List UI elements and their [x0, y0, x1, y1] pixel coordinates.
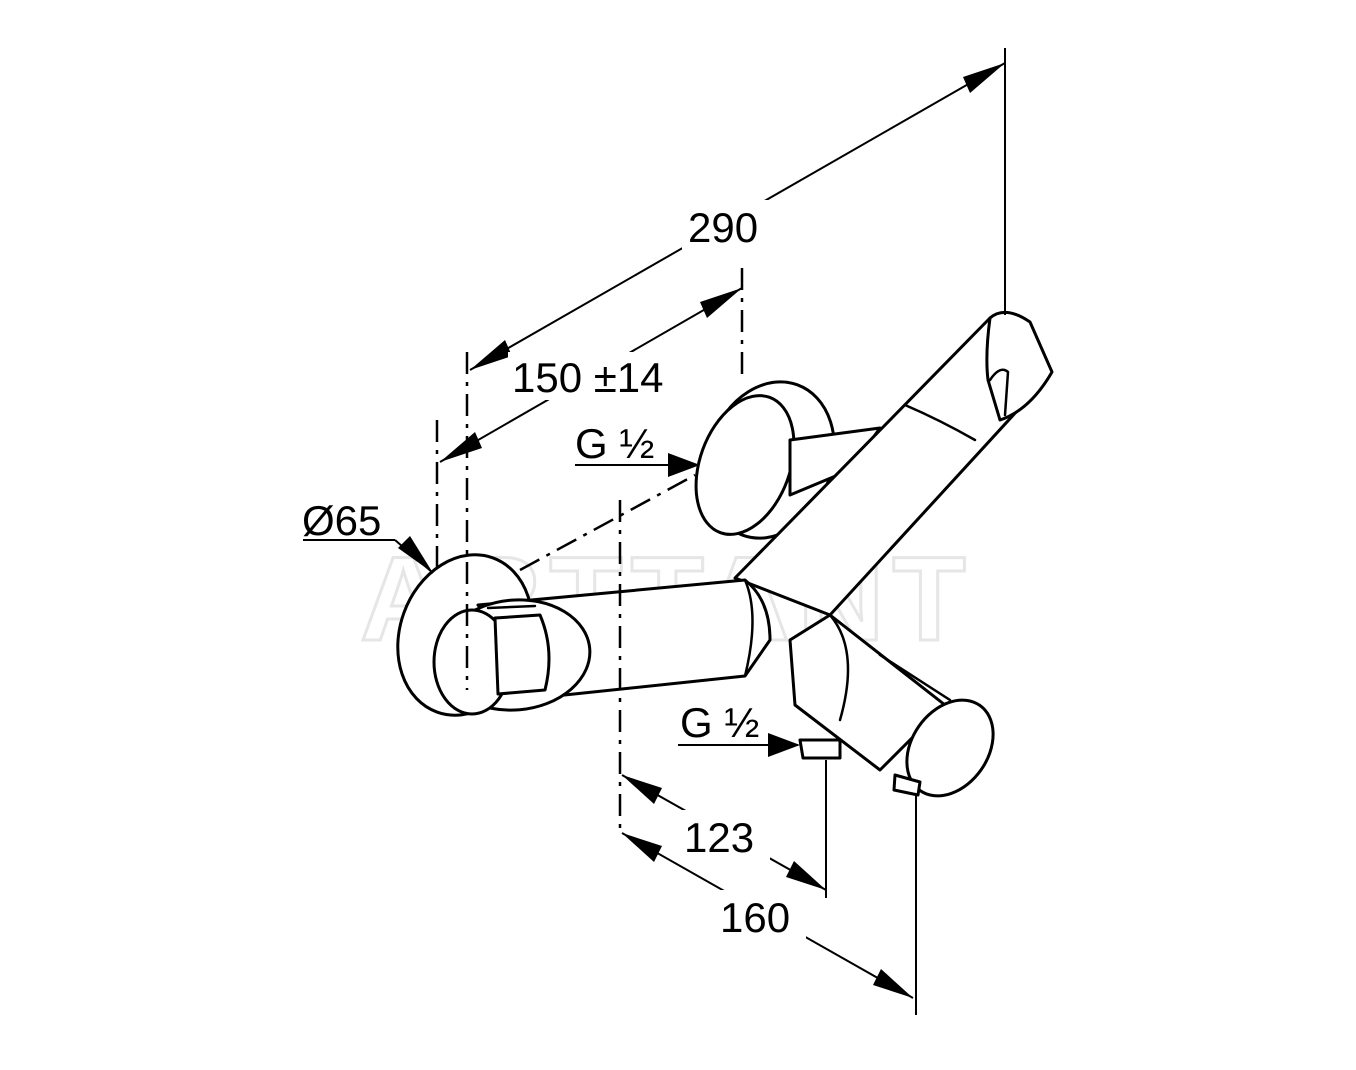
main-body-tube [733, 310, 1054, 617]
dimension-outlet-thread: G ½ [678, 699, 800, 757]
center-lines [435, 48, 1006, 1015]
dim-diameter-label: Ø65 [302, 497, 381, 544]
dimension-diameter: Ø65 [302, 497, 434, 574]
outlet-thread-label: G ½ [680, 699, 759, 746]
dimension-290: 290 [469, 62, 1006, 371]
dimension-160: 160 [621, 832, 914, 999]
dimension-150: 150 ±14 [439, 287, 743, 463]
dimension-123: 123 [621, 774, 827, 891]
dimension-inlet-thread: G ½ [575, 420, 700, 477]
inlet-thread-label: G ½ [575, 420, 654, 467]
right-thermostat-handle [788, 613, 995, 798]
outlet-nozzle [798, 738, 922, 797]
mixer-body [396, 310, 1054, 798]
dim-150-label: 150 ±14 [512, 354, 664, 401]
dim-123-label: 123 [684, 814, 754, 861]
left-handle [432, 598, 592, 716]
dim-160-label: 160 [720, 894, 790, 941]
dim-290-label: 290 [688, 204, 758, 251]
